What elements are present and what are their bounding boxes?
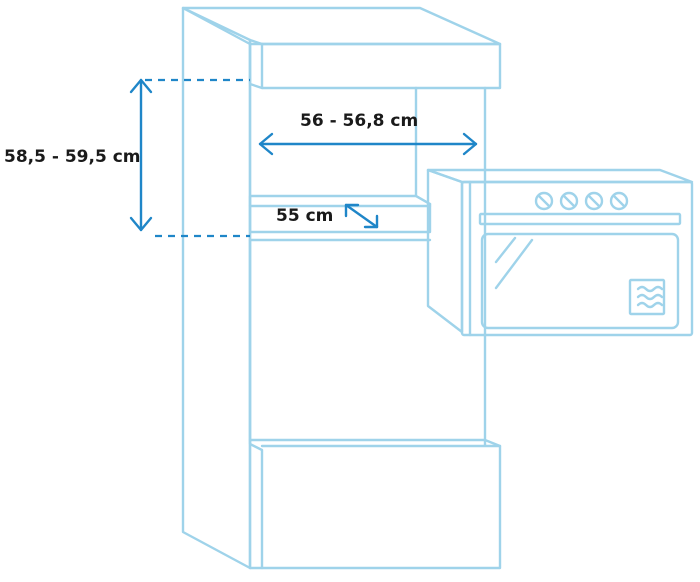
depth-dimension: [344, 203, 379, 229]
width-dimension-label: 56 - 56,8 cm: [300, 111, 418, 131]
oven-side: [426, 168, 464, 334]
tall-cabinet: [181, 6, 502, 570]
microwave-waves-icon: [628, 278, 666, 316]
height-dimension-label: 58,5 - 59,5 cm: [4, 147, 141, 167]
oven-knob-icon: [584, 191, 604, 211]
oven-knob-icon: [559, 191, 579, 211]
built-in-oven: [426, 168, 694, 337]
depth-dimension-label: 55 cm: [276, 206, 333, 226]
width-dimension: [258, 132, 478, 156]
oven-door-window: [480, 232, 680, 330]
oven-control-strip: [478, 212, 682, 226]
oven-top: [426, 168, 694, 184]
oven-knobs: [534, 191, 629, 211]
oven-front: [460, 180, 694, 337]
oven-knob-icon: [609, 191, 629, 211]
niche-shelf: [248, 194, 432, 234]
cabinet-side-panel: [181, 6, 252, 570]
cabinet-drawer: [248, 438, 502, 570]
cabinet-upper-rail: [248, 38, 502, 90]
cabinet-top-face: [181, 6, 502, 46]
oven-knob-icon: [534, 191, 554, 211]
height-dimension: [129, 78, 250, 238]
